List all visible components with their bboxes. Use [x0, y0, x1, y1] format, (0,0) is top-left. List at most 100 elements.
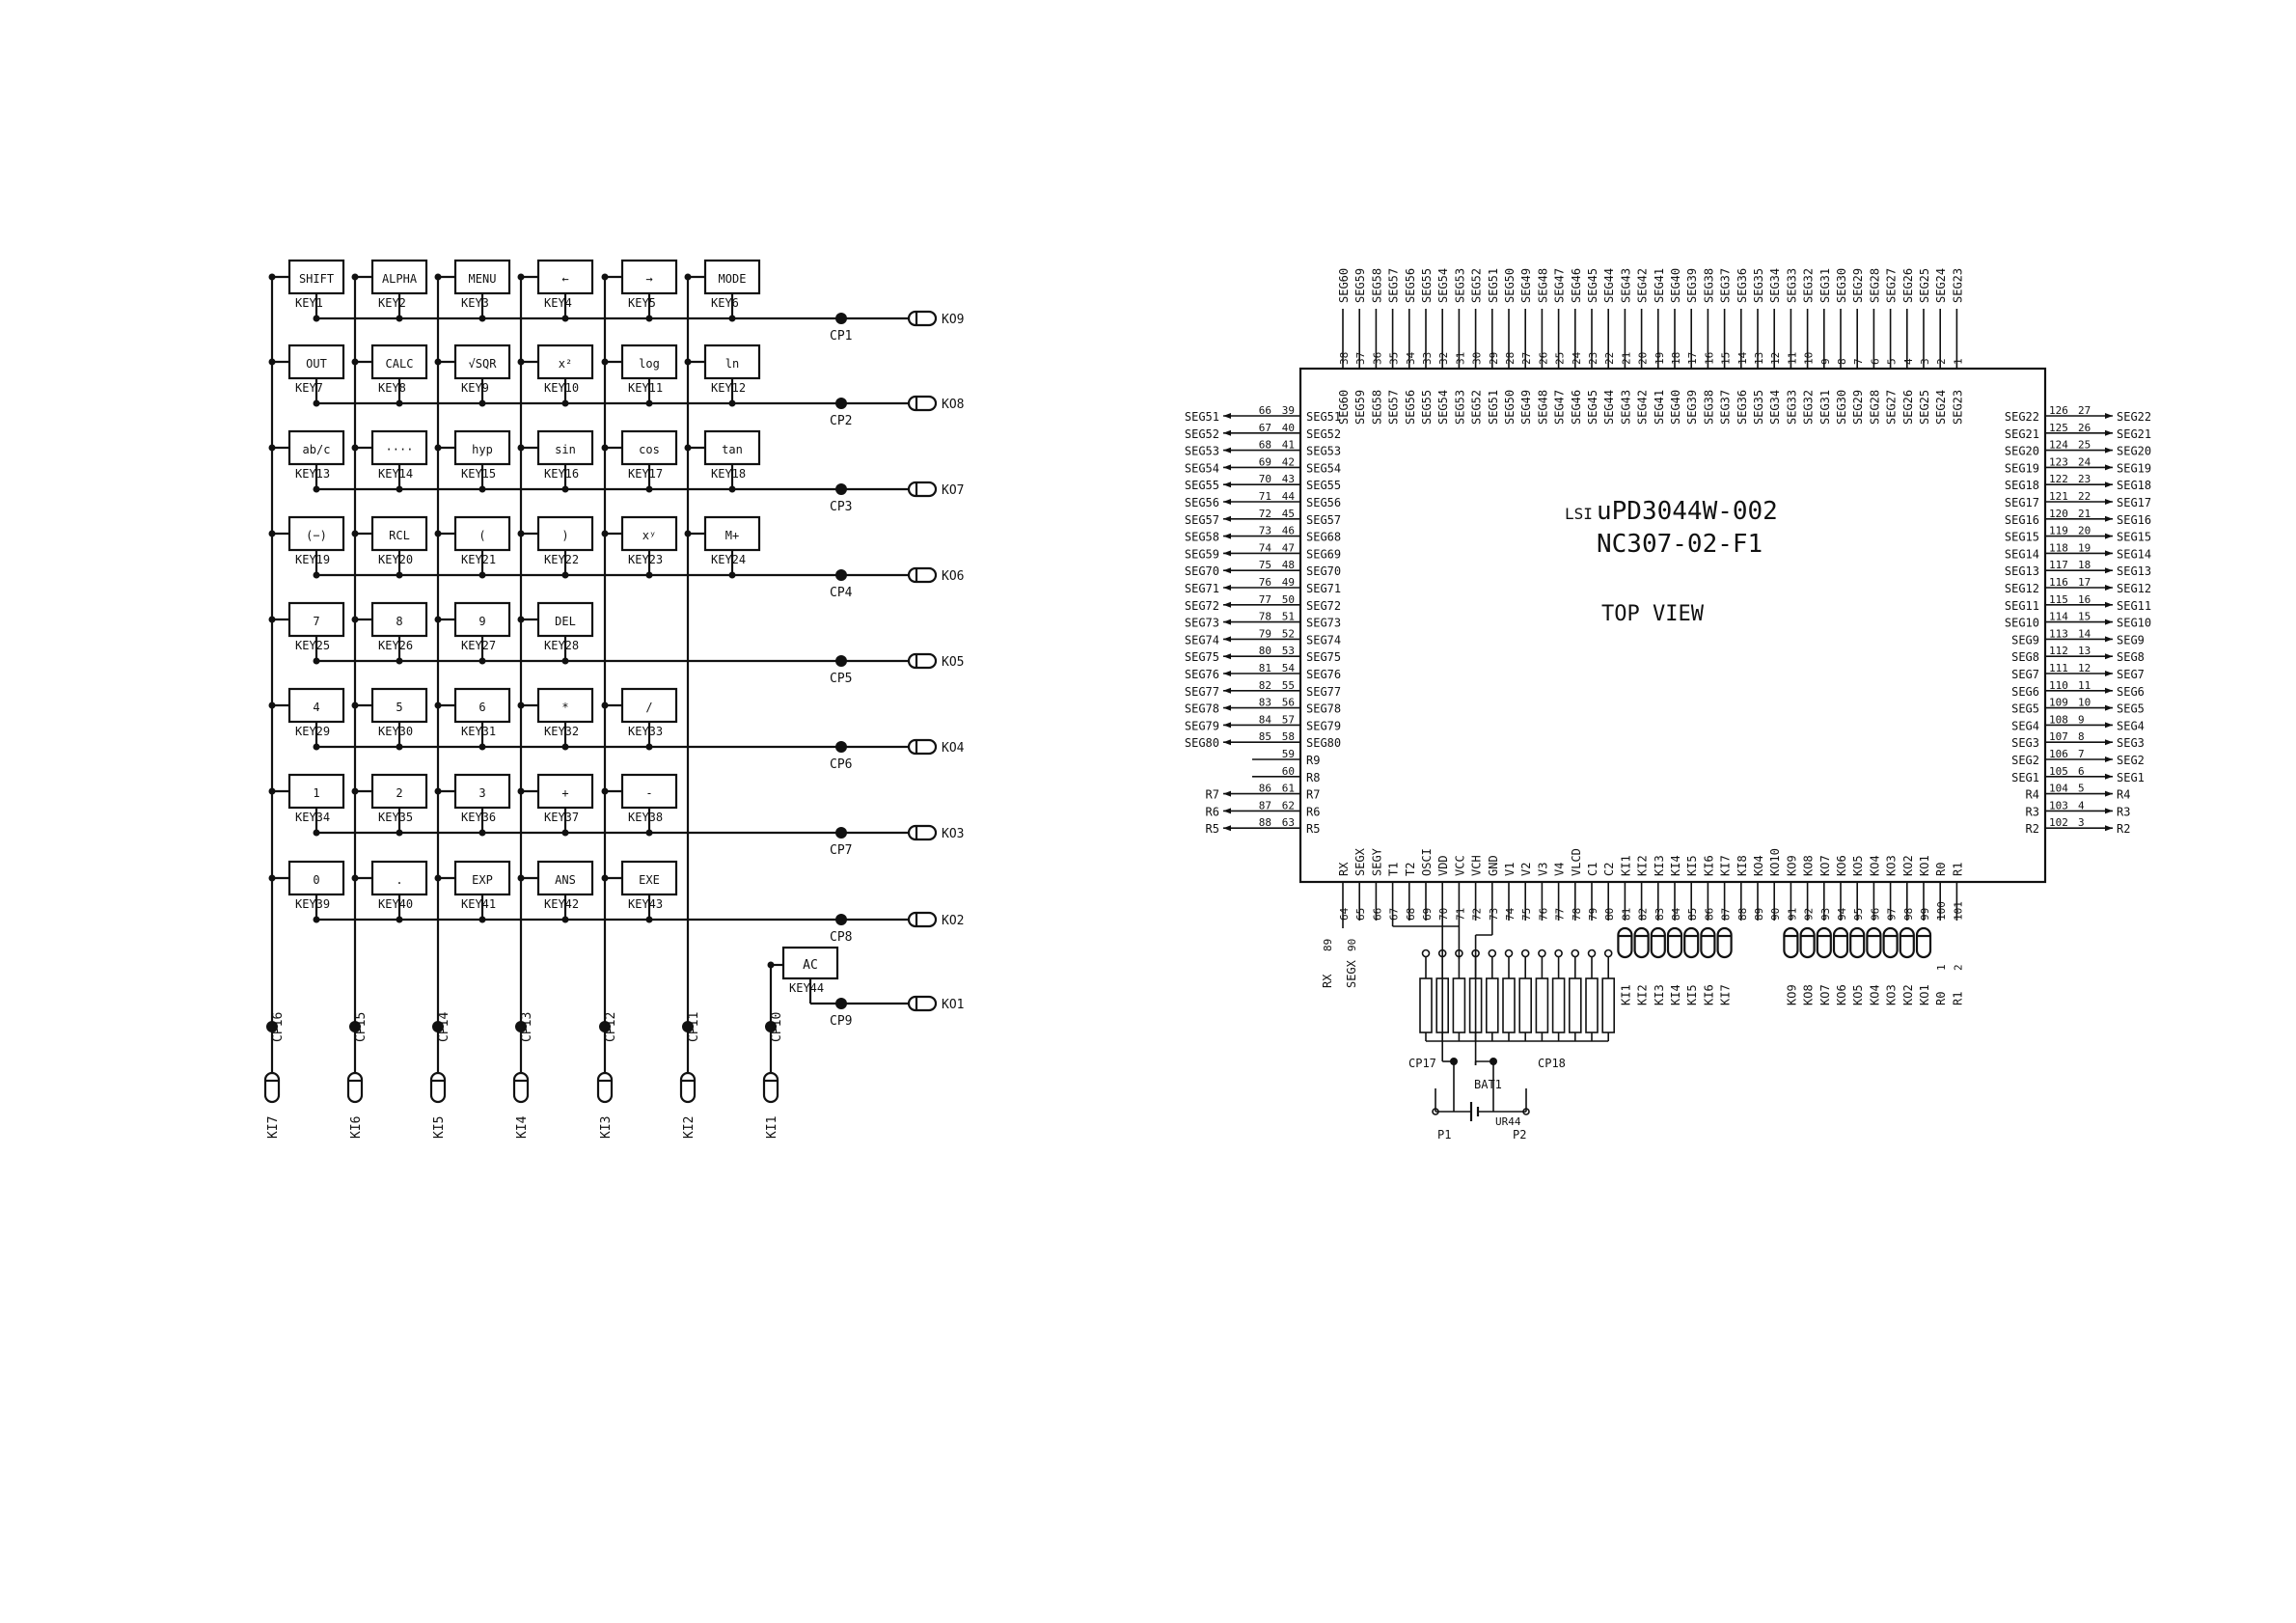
left-pin-ext-label: SEG78	[1185, 702, 1219, 716]
right-pin-arrow	[2105, 687, 2113, 694]
top-pin-inner-label: SEG30	[1835, 390, 1848, 425]
right-pin-inner-label: R2	[2026, 822, 2039, 836]
test-point	[1421, 949, 1431, 958]
left-pin-arrow	[1223, 671, 1231, 676]
left-pin-arrow	[1223, 790, 1231, 797]
top-pin-inner-label: SEG31	[1818, 390, 1832, 425]
key-label: MODE	[719, 272, 747, 286]
top-pin-number: 10	[1803, 352, 1816, 365]
right-pin-number: 23	[2078, 473, 2091, 485]
segx-ext-label: SEGX	[1345, 959, 1358, 988]
bottom-pin-number: 100	[1935, 901, 1948, 921]
key-label: 1	[313, 786, 319, 800]
top-pin-ext-label: SEG42	[1636, 268, 1650, 303]
ko-connector	[1832, 926, 1849, 959]
right-pin-inner-label: SEG21	[2005, 427, 2039, 441]
key-label: SHIFT	[299, 272, 334, 286]
r0-ext-label: R0	[1934, 992, 1948, 1005]
row-output-connector	[907, 738, 938, 756]
left-pin-number: 49	[1282, 576, 1295, 589]
test-point	[1538, 949, 1546, 958]
bottom-pin-number: 67	[1388, 908, 1401, 921]
cp17-label: CP17	[1408, 1057, 1436, 1070]
top-pin-number: 29	[1488, 352, 1500, 365]
key-ref: KEY2	[378, 296, 406, 310]
right-pin-ext-label: SEG16	[2117, 513, 2151, 527]
key-label: 3	[478, 786, 485, 800]
top-pin-inner-label: SEG48	[1536, 390, 1549, 425]
right-pin-inner-label: SEG8	[2011, 650, 2039, 664]
right-pin-arrow	[2105, 533, 2113, 539]
top-pin-inner-label: SEG39	[1685, 390, 1699, 425]
key-ref: KEY35	[378, 811, 413, 824]
right-pin-outer-number: 112	[2049, 645, 2068, 657]
bottom-pin-number: 80	[1603, 908, 1616, 921]
bottom-pin-number: 82	[1637, 908, 1650, 921]
top-pin-inner-label: SEG35	[1752, 390, 1765, 425]
ko-connector	[1783, 926, 1799, 959]
key-label: 0	[313, 873, 319, 887]
top-pin-ext-label: SEG57	[1387, 268, 1401, 303]
row-cp-label: CP2	[830, 414, 852, 428]
top-pin-number: 8	[1836, 358, 1848, 365]
row-output-connector	[907, 911, 938, 928]
network-element	[1601, 977, 1615, 1033]
row-cp-label: CP3	[830, 500, 852, 514]
top-pin-ext-label: SEG28	[1868, 268, 1881, 303]
ko-connector	[1866, 926, 1882, 959]
top-pin-inner-label: SEG38	[1702, 390, 1715, 425]
column-cp-dot	[765, 1021, 777, 1032]
key-label: *	[561, 701, 568, 714]
key-label: ANS	[555, 873, 576, 887]
bottom-pin-number: 87	[1720, 908, 1733, 921]
left-pin-inner-label: SEG57	[1306, 513, 1341, 527]
bottom-pin-label: KO4	[1868, 855, 1881, 876]
bottom-pin-number: 74	[1504, 907, 1517, 921]
left-pin-inner-label: R5	[1306, 822, 1320, 836]
row-output-connector	[907, 566, 938, 584]
right-pin-ext-label: SEG8	[2117, 650, 2145, 664]
top-pin-ext-label: SEG49	[1519, 268, 1533, 303]
test-point	[1603, 949, 1613, 958]
column-cp-dot	[266, 1021, 278, 1032]
right-pin-inner-label: SEG9	[2011, 633, 2039, 646]
chip-code: NC307-02-F1	[1597, 530, 1763, 559]
top-pin-ext-label: SEG27	[1885, 268, 1899, 303]
battery-label: BAT1	[1474, 1078, 1502, 1091]
top-pin-number: 4	[1902, 358, 1915, 365]
right-pin-arrow	[2105, 808, 2113, 814]
right-pin-arrow	[2105, 704, 2113, 711]
column-input-label: KI2	[682, 1116, 697, 1139]
top-pin-ext-label: SEG44	[1602, 268, 1616, 303]
bottom-pin-number: 99	[1919, 908, 1931, 921]
top-pin-number: 31	[1454, 352, 1466, 365]
right-pin-arrow	[2105, 636, 2113, 643]
ko-connector	[1799, 926, 1816, 959]
right-pin-ext-label: SEG18	[2117, 479, 2151, 492]
left-pin-arrow	[1223, 550, 1231, 557]
bottom-pin-label: R1	[1951, 863, 1964, 876]
key-ref: KEY18	[711, 467, 746, 481]
right-pin-ext-label: SEG14	[2117, 547, 2151, 561]
key-ref: KEY10	[544, 381, 579, 395]
left-pin-number: 59	[1282, 748, 1295, 760]
bottom-pin-label: KO5	[1851, 855, 1865, 876]
left-pin-ext-label: SEG74	[1185, 633, 1219, 646]
top-pin-inner-label: SEG44	[1602, 390, 1616, 425]
column-input-connector	[512, 1071, 530, 1104]
ki-connector	[1617, 926, 1633, 959]
left-pin-inner-label: SEG73	[1306, 617, 1341, 630]
right-pin-outer-number: 124	[2049, 439, 2068, 452]
key-ref: KEY37	[544, 811, 579, 824]
left-pin-outer-number: 84	[1259, 713, 1272, 726]
right-pin-arrow	[2105, 825, 2113, 832]
bottom-pin-label: VLCD	[1570, 848, 1583, 876]
top-pin-number: 19	[1654, 352, 1666, 365]
top-pin-ext-label: SEG29	[1851, 268, 1865, 303]
left-pin-number: 60	[1282, 765, 1295, 778]
top-pin-number: 16	[1703, 352, 1715, 365]
top-pin-inner-label: SEG59	[1353, 390, 1367, 425]
left-pin-ext-label: SEG73	[1185, 617, 1219, 630]
left-pin-number: 52	[1282, 627, 1295, 640]
left-pin-outer-number: 74	[1259, 541, 1272, 554]
